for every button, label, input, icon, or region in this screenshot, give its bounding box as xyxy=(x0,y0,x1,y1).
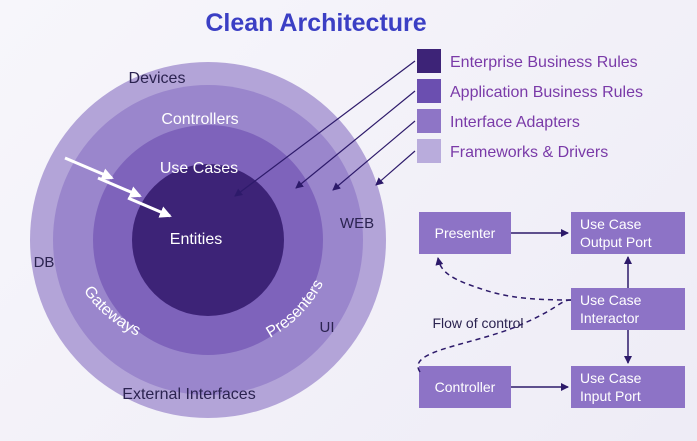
legend-swatch-frameworks xyxy=(417,139,441,163)
legend-swatch-interface xyxy=(417,109,441,133)
box-output-port-line1: Use Case xyxy=(580,216,642,232)
legend-pointer-interface xyxy=(332,120,416,191)
label-web: WEB xyxy=(340,215,374,232)
box-output-port-line2: Output Port xyxy=(580,234,652,250)
label-external-interfaces: External Interfaces xyxy=(122,386,255,403)
flow-of-control-label: Flow of control xyxy=(432,315,523,331)
flow-dashed-interactor-to-presenter xyxy=(435,257,572,301)
legend-label-interface: Interface Adapters xyxy=(450,114,580,131)
ring-entities-core xyxy=(132,164,284,316)
dependency-arrow-2 xyxy=(97,176,142,198)
box-interactor-line1: Use Case xyxy=(580,292,642,308)
box-presenter xyxy=(419,212,511,254)
label-devices: Devices xyxy=(129,70,186,87)
legend-swatch-application xyxy=(417,79,441,103)
box-output-port xyxy=(571,212,685,254)
label-use-cases: Use Cases xyxy=(160,160,238,177)
legend-pointer-frameworks xyxy=(375,150,416,186)
box-controller xyxy=(419,366,511,408)
dependency-arrow-1 xyxy=(64,156,114,180)
flow-dashed-controller-to-interactor xyxy=(417,299,572,373)
legend: Enterprise Business Rules Application Bu… xyxy=(417,49,643,163)
label-entities: Entities xyxy=(170,231,222,248)
legend-pointer-enterprise xyxy=(234,60,416,197)
box-controller-label: Controller xyxy=(435,379,496,395)
legend-label-enterprise: Enterprise Business Rules xyxy=(450,54,638,71)
legend-pointer-application xyxy=(295,90,416,189)
label-controllers: Controllers xyxy=(161,111,238,128)
box-input-port-line1: Use Case xyxy=(580,370,642,386)
box-input-port-line2: Input Port xyxy=(580,388,641,404)
dependency-arrow-3 xyxy=(127,196,172,218)
flow-diagram: Presenter Use Case Output Port Use Case … xyxy=(417,212,685,408)
legend-label-application: Application Business Rules xyxy=(450,84,643,101)
box-interactor-line2: Interactor xyxy=(580,310,639,326)
box-interactor xyxy=(571,288,685,330)
legend-label-frameworks: Frameworks & Drivers xyxy=(450,144,608,161)
label-ui: UI xyxy=(320,319,335,336)
box-input-port xyxy=(571,366,685,408)
page-title: Clean Architecture xyxy=(205,9,426,37)
box-presenter-label: Presenter xyxy=(435,225,496,241)
legend-swatch-enterprise xyxy=(417,49,441,73)
label-db: DB xyxy=(34,254,55,271)
